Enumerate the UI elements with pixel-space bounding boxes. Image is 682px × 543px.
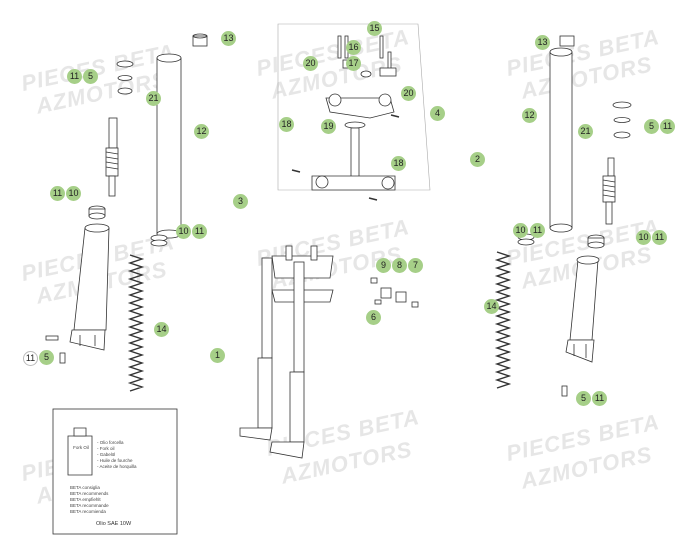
part-callout[interactable]: 1 bbox=[210, 348, 225, 363]
part-callout[interactable]: 15 bbox=[367, 21, 382, 36]
part-callout[interactable]: 10 bbox=[636, 230, 651, 245]
left-damper-rod bbox=[105, 117, 119, 197]
part-callout[interactable]: 19 bbox=[321, 119, 336, 134]
part-callout[interactable]: 9 bbox=[376, 258, 391, 273]
oil-recommend-line: BETA recommande bbox=[70, 503, 109, 508]
part-callout[interactable]: 10 bbox=[66, 186, 81, 201]
part-callout[interactable]: 8 bbox=[392, 258, 407, 273]
part-callout[interactable]: 11 bbox=[660, 119, 675, 134]
part-callout[interactable]: 2 bbox=[470, 152, 485, 167]
part-callout[interactable]: 11 bbox=[592, 391, 607, 406]
left-seal-rings bbox=[150, 234, 168, 247]
oil-description-line: - Gabelöl bbox=[97, 452, 116, 457]
part-callout[interactable]: 14 bbox=[484, 299, 499, 314]
part-callout[interactable]: 11 bbox=[530, 223, 545, 238]
left-bushing bbox=[88, 205, 106, 220]
part-callout[interactable]: 11 bbox=[67, 69, 82, 84]
oil-recommend-line: BETA recomienda bbox=[70, 509, 106, 514]
left-fork-cap-parts bbox=[116, 60, 134, 95]
part-callout[interactable]: 18 bbox=[391, 156, 406, 171]
part-callout[interactable]: 17 bbox=[346, 56, 361, 71]
part-callout[interactable]: 13 bbox=[535, 35, 550, 50]
oil-recommend-line: BETA empfiehlt bbox=[70, 497, 101, 502]
part-callout[interactable]: 5 bbox=[644, 119, 659, 134]
oil-description-list: - Olio forcella - Fork oil - Gabelöl - H… bbox=[97, 440, 137, 470]
oil-recommend-list: BETA consiglia BETA recommends BETA empf… bbox=[70, 485, 109, 515]
part-callout[interactable]: 21 bbox=[578, 124, 593, 139]
part-callout[interactable]: 20 bbox=[401, 86, 416, 101]
oil-can-label: Fork Oil bbox=[73, 445, 89, 450]
right-outer-tube bbox=[549, 35, 575, 233]
fork-guard-clips bbox=[370, 277, 419, 308]
part-callout[interactable]: 11 bbox=[192, 224, 207, 239]
part-callout[interactable]: 14 bbox=[154, 322, 169, 337]
part-callout[interactable]: 5 bbox=[576, 391, 591, 406]
part-callout[interactable]: 11 bbox=[23, 351, 38, 366]
part-callout[interactable]: 16 bbox=[346, 40, 361, 55]
oil-description-line: - Olio forcella bbox=[97, 440, 124, 445]
part-callout[interactable]: 20 bbox=[303, 56, 318, 71]
oil-recommend-line: BETA consiglia bbox=[70, 485, 100, 490]
part-callout[interactable]: 12 bbox=[194, 124, 209, 139]
oil-description-line: - Huile de fourche bbox=[97, 458, 133, 463]
right-damper-rod bbox=[602, 157, 616, 225]
part-callout[interactable]: 4 bbox=[430, 106, 445, 121]
part-callout[interactable]: 10 bbox=[176, 224, 191, 239]
right-slider bbox=[561, 255, 600, 397]
assembled-fork bbox=[239, 245, 334, 459]
part-callout[interactable]: 18 bbox=[279, 117, 294, 132]
left-outer-tube bbox=[156, 33, 208, 239]
left-bottom-bolts bbox=[45, 335, 66, 364]
part-callout[interactable]: 11 bbox=[50, 186, 65, 201]
left-spring bbox=[127, 254, 145, 392]
oil-recommend-line: BETA recommends bbox=[70, 491, 109, 496]
part-callout[interactable]: 13 bbox=[221, 31, 236, 46]
part-callout[interactable]: 5 bbox=[39, 350, 54, 365]
part-callout[interactable]: 21 bbox=[146, 91, 161, 106]
right-cap-parts bbox=[612, 101, 632, 139]
part-callout[interactable]: 6 bbox=[366, 310, 381, 325]
oil-product-label: Olio SAE 10W bbox=[96, 521, 132, 527]
part-callout[interactable]: 11 bbox=[652, 230, 667, 245]
right-bushing bbox=[587, 234, 605, 249]
part-callout[interactable]: 5 bbox=[83, 69, 98, 84]
part-callout[interactable]: 3 bbox=[233, 194, 248, 209]
oil-description-line: - Fork oil bbox=[97, 446, 115, 451]
oil-description-line: - Aceite de horquilla bbox=[97, 464, 137, 469]
part-callout[interactable]: 10 bbox=[513, 223, 528, 238]
left-slider bbox=[69, 223, 110, 351]
oil-inset-frame bbox=[52, 408, 178, 535]
triple-clamp-assembly bbox=[277, 23, 431, 201]
part-callout[interactable]: 7 bbox=[408, 258, 423, 273]
part-callout[interactable]: 12 bbox=[522, 108, 537, 123]
right-spring bbox=[494, 251, 512, 389]
